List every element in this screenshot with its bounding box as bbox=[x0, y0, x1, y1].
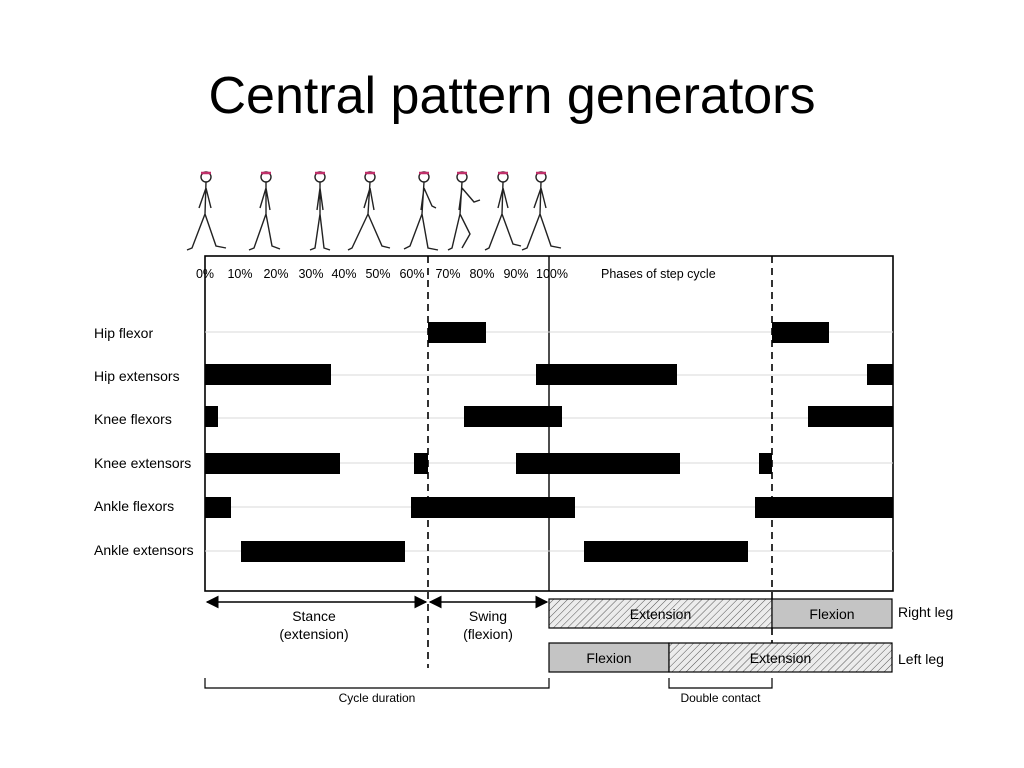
bar-hip-flexor bbox=[428, 322, 486, 343]
bar-knee-extensors bbox=[516, 453, 680, 474]
walking-figures bbox=[186, 171, 562, 251]
muscle-label: Hip extensors bbox=[94, 368, 180, 384]
right-leg-flexion-bar bbox=[771, 598, 893, 629]
percent-label: 100% bbox=[536, 267, 568, 281]
walking-figure-icon bbox=[186, 171, 227, 251]
cycle-duration-label: Cycle duration bbox=[338, 691, 416, 705]
bar-ankle-flexors bbox=[205, 497, 231, 518]
bar-ankle-flexors bbox=[411, 497, 575, 518]
bar-knee-flexors bbox=[205, 406, 218, 427]
bar-knee-extensors bbox=[205, 453, 340, 474]
bar-hip-extensors bbox=[536, 364, 677, 385]
percent-label: 10% bbox=[227, 267, 253, 281]
percent-label: 30% bbox=[298, 267, 324, 281]
muscle-label: Knee flexors bbox=[94, 411, 172, 427]
right-leg-extension-bar bbox=[548, 598, 773, 629]
percent-label: 90% bbox=[503, 267, 529, 281]
left-leg-flexion-label: Flexion bbox=[586, 650, 632, 666]
walking-figure-icon bbox=[447, 171, 481, 251]
walking-figure-icon bbox=[248, 171, 281, 251]
right-leg-label: Right leg bbox=[898, 604, 954, 620]
bar-ankle-extensors bbox=[584, 541, 748, 562]
left-leg-flexion-bar bbox=[548, 642, 670, 673]
swing-label: Swing bbox=[468, 608, 508, 624]
percent-label: 20% bbox=[263, 267, 289, 281]
activity-bars bbox=[205, 322, 893, 562]
left-leg-extension-label: Extension bbox=[749, 650, 812, 666]
percent-label: 40% bbox=[331, 267, 357, 281]
right-leg-flexion-label: Flexion bbox=[809, 606, 855, 622]
cycle-duration-bracket bbox=[204, 678, 550, 689]
percent-label: 50% bbox=[365, 267, 391, 281]
left-leg-label: Left leg bbox=[898, 651, 944, 667]
bar-hip-extensors bbox=[205, 364, 331, 385]
bar-hip-extensors bbox=[867, 364, 893, 385]
right-leg-extension-label: Extension bbox=[629, 606, 692, 622]
bar-hip-flexor bbox=[772, 322, 829, 343]
left-leg-extension-bar bbox=[668, 642, 893, 673]
bar-ankle-extensors bbox=[241, 541, 405, 562]
stance-label: Stance bbox=[292, 608, 336, 624]
percent-label: 70% bbox=[435, 267, 461, 281]
slide-title: Central pattern generators bbox=[208, 67, 816, 125]
walking-figure-icon bbox=[347, 171, 391, 251]
bar-knee-flexors bbox=[464, 406, 562, 427]
walking-figure-icon bbox=[309, 171, 331, 251]
walking-figure-icon bbox=[521, 171, 562, 251]
percent-label: 0% bbox=[195, 267, 215, 281]
double-contact-label: Double contact bbox=[680, 691, 761, 705]
percent-label: 60% bbox=[399, 267, 425, 281]
stance-sub-label: (extension) bbox=[279, 626, 349, 642]
phases-label: Phases of step cycle bbox=[601, 267, 716, 281]
muscle-label: Knee extensors bbox=[94, 455, 192, 471]
percent-label: 80% bbox=[469, 267, 495, 281]
bar-knee-extensors bbox=[414, 453, 428, 474]
swing-sub-label: (flexion) bbox=[463, 626, 513, 642]
double-contact-bracket bbox=[668, 678, 773, 689]
muscle-label: Ankle flexors bbox=[94, 498, 175, 514]
bar-ankle-flexors bbox=[755, 497, 893, 518]
walking-figure-icon bbox=[403, 171, 439, 251]
walking-figure-icon bbox=[484, 171, 522, 251]
muscle-label: Ankle extensors bbox=[94, 542, 194, 558]
bar-knee-extensors bbox=[759, 453, 772, 474]
bar-knee-flexors bbox=[808, 406, 893, 427]
muscle-label: Hip flexor bbox=[94, 325, 154, 341]
